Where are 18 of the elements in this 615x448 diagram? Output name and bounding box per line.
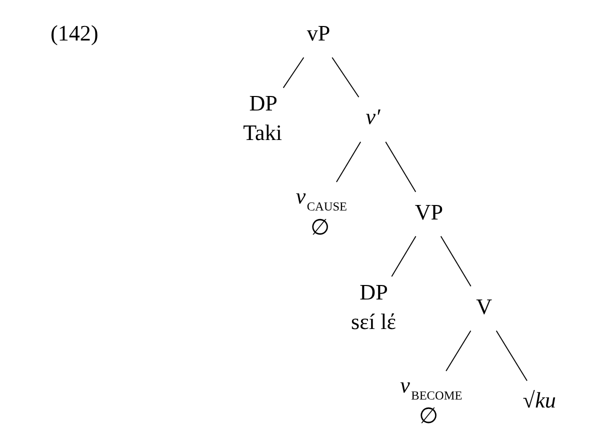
connector: [440, 236, 472, 287]
connector: [496, 330, 528, 382]
node-text: vP: [306, 20, 330, 46]
connector: [446, 330, 472, 372]
node-text: DP sεí lέ: [351, 279, 396, 334]
node-text: V: [476, 294, 492, 320]
connector: [336, 141, 362, 183]
connector: [282, 56, 304, 88]
connector: [332, 56, 360, 98]
node-text: VP: [414, 200, 444, 225]
node-text: √ku: [522, 387, 556, 412]
node-text: v$_{BECOME}$ ∅: [400, 372, 462, 428]
label: (142): [50, 20, 98, 46]
connector: [385, 141, 416, 192]
node-text: v$_{CAUSE}$ ∅: [296, 184, 348, 240]
node-text: v′: [366, 104, 382, 129]
node-text: DP Taki: [243, 90, 282, 145]
connector: [391, 236, 416, 277]
